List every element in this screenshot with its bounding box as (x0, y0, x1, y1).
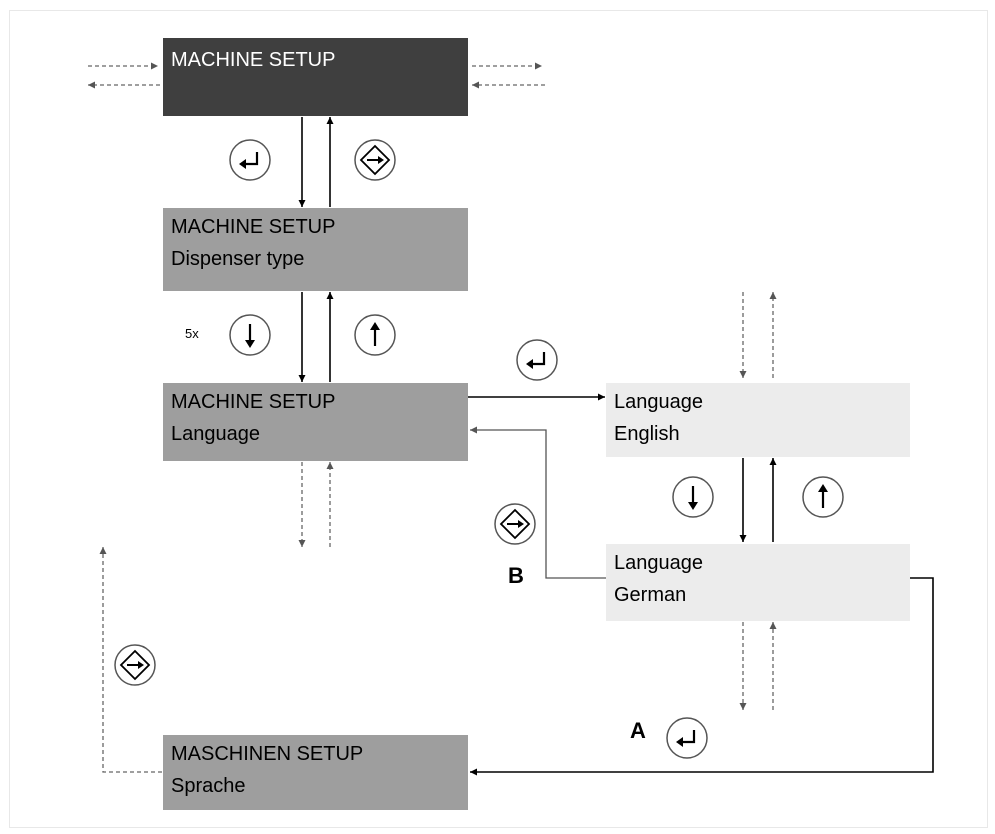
connector-a-confirm (470, 577, 934, 776)
arrow-up-key-icon (354, 314, 396, 356)
box-line-2: German (614, 584, 687, 606)
maschinen-setup-box: MASCHINEN SETUP Sprache (163, 735, 468, 810)
connector-english-to-german (739, 458, 777, 542)
enter-key-icon (666, 717, 708, 759)
box-line-1: MASCHINEN SETUP (171, 743, 364, 765)
connector-setup-to-dispenser (298, 117, 334, 207)
enter-key-icon (229, 139, 271, 181)
repeat-count-label: 5x (185, 326, 199, 341)
marker-a-label: A (630, 718, 646, 743)
box-line-2: Language (171, 423, 260, 445)
box-line-1: MACHINE SETUP (171, 49, 336, 71)
box-line-2: Sprache (171, 775, 246, 797)
connector-left-return (99, 547, 162, 773)
box-line-2: English (614, 423, 680, 445)
top-nav-arrows (88, 62, 545, 89)
dispenser-type-box: MACHINE SETUP Dispenser type (163, 208, 468, 291)
arrow-down-key-icon (229, 314, 271, 356)
connector-below-german (739, 622, 777, 710)
box-line-2: Dispenser type (171, 248, 305, 270)
connector-below-language-menu (298, 462, 334, 547)
box-line-1: MACHINE SETUP (171, 391, 336, 413)
language-menu-box: MACHINE SETUP Language (163, 383, 468, 461)
language-german-box: Language German (606, 544, 910, 621)
box-line-1: MACHINE SETUP (171, 216, 336, 238)
box-line-1: Language (614, 552, 703, 574)
escape-key-icon (354, 139, 396, 181)
language-english-box: Language English (606, 383, 910, 457)
connector-above-english (739, 292, 777, 378)
marker-b-label: B (508, 563, 524, 588)
arrow-up-key-icon (802, 476, 844, 518)
arrow-down-key-icon (672, 476, 714, 518)
connector-b-return (470, 426, 607, 579)
box-line-1: Language (614, 391, 703, 413)
escape-key-icon (114, 644, 156, 686)
connector-dispenser-to-language (298, 292, 334, 382)
enter-key-icon (516, 339, 558, 381)
escape-key-icon (494, 503, 536, 545)
diagram-frame (9, 10, 988, 828)
machine-setup-box: MACHINE SETUP (163, 38, 468, 116)
